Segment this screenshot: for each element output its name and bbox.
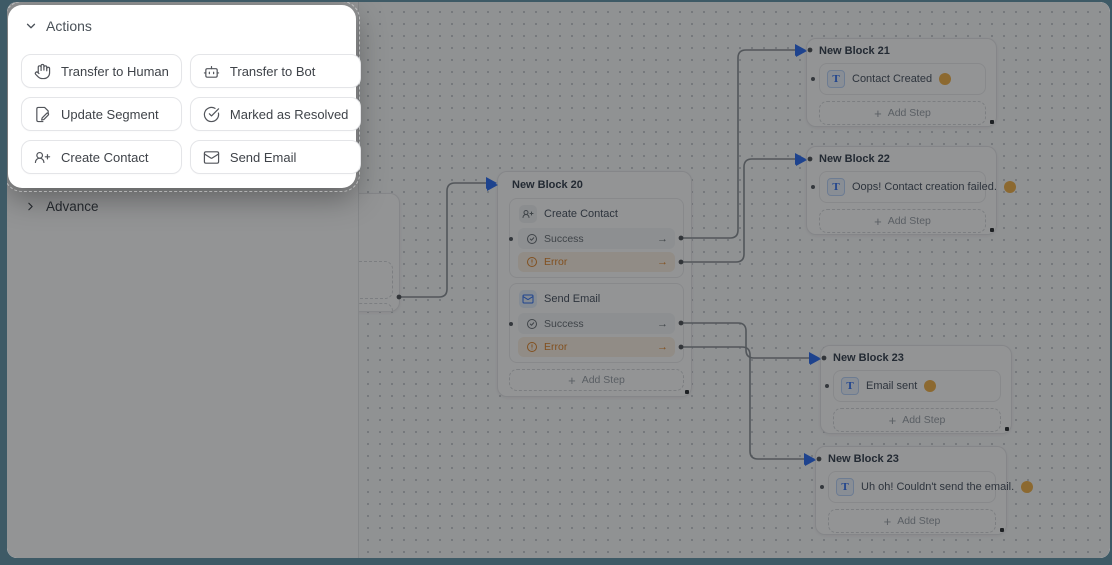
emoji: 😕 [1003, 181, 1016, 193]
message-step[interactable]: T Contact Created 🥳 [819, 63, 986, 95]
message-text: Uh oh! Couldn't send the email. [861, 481, 1015, 493]
flow-block[interactable]: New Block 20 Create Contact Success → Er… [487, 171, 692, 397]
section-label: Advance [46, 199, 99, 214]
text-step-icon: T [836, 478, 854, 496]
app-window: New Block 20 Create Contact Success → Er… [7, 2, 1110, 558]
add-step-label: Add Step [897, 515, 941, 527]
flow-block[interactable]: New Block 23 T Uh oh! Couldn't send the … [805, 446, 1034, 535]
section-actions[interactable]: Actions [24, 18, 92, 34]
add-step-label: Add Step [581, 374, 625, 386]
output-success[interactable]: Success → [518, 228, 675, 249]
add-step-label: Add Step [887, 107, 931, 119]
check-circle-icon [527, 318, 537, 329]
add-step-label: Add Step [902, 414, 946, 426]
plus-icon: + [888, 412, 897, 428]
message-text: Oops! Contact creation failed. [852, 181, 997, 193]
resize-handle[interactable] [1005, 427, 1009, 431]
port-arrow-icon: → [657, 341, 668, 353]
flow-block[interactable]: New Block 21 T Contact Created 🥳 + Add S… [796, 38, 997, 127]
block-title: New Block 20 [512, 179, 583, 191]
add-step-button[interactable]: + Add Step [833, 408, 1001, 432]
output-label: Success [544, 317, 584, 330]
bot-icon [203, 65, 220, 78]
add-step-button[interactable]: + Add Step [509, 369, 684, 391]
actions-grid: Transfer to Human Transfer to Bot Update… [21, 54, 362, 174]
action-label: Update Segment [61, 106, 159, 122]
check-circle-icon [203, 106, 220, 122]
plus-icon: + [568, 372, 576, 388]
output-success[interactable]: Success → [518, 313, 675, 334]
actions-panel: Actions Transfer to Human Transfer to Bo… [7, 2, 362, 192]
output-error[interactable]: Error → [518, 337, 675, 357]
block-title: New Block 21 [819, 45, 890, 57]
plus-icon: + [883, 513, 892, 529]
alert-circle-icon [527, 342, 537, 352]
flow-block[interactable]: New Block 22 T Oops! Contact creation fa… [796, 146, 1016, 235]
step-create-contact[interactable]: Create Contact Success → Error → [509, 198, 684, 278]
marked-as-resolved-button[interactable]: Marked as Resolved [189, 97, 362, 131]
block-title: New Block 22 [819, 153, 890, 165]
section-label: Actions [46, 18, 92, 34]
step-name: Send Email [544, 293, 601, 305]
plus-icon: + [874, 213, 882, 229]
step-send-email[interactable]: Send Email Success → Error → [509, 283, 684, 363]
port-arrow-icon: → [657, 317, 668, 330]
action-label: Transfer to Human [61, 63, 169, 79]
message-text: Email sent [866, 380, 918, 392]
mail-icon [519, 290, 537, 308]
add-step-button[interactable]: + Add Step [828, 509, 996, 533]
resize-handle[interactable] [1000, 528, 1004, 532]
mail-icon [203, 150, 220, 164]
output-label: Error [544, 341, 568, 353]
check-circle-icon [527, 233, 537, 244]
plus-icon: + [874, 105, 882, 121]
emoji: 🥳 [939, 73, 952, 85]
message-step[interactable]: T Uh oh! Couldn't send the email. 😟 [828, 471, 1034, 503]
output-label: Error [544, 256, 568, 268]
file-pen-icon [36, 106, 50, 122]
transfer-to-bot-button[interactable]: Transfer to Bot [189, 54, 362, 88]
emoji: 👍 [924, 380, 937, 392]
port-arrow-icon: → [657, 232, 668, 245]
text-step-icon: T [827, 178, 845, 196]
port-arrow-icon: → [657, 256, 668, 268]
create-contact-button[interactable]: Create Contact [21, 140, 182, 174]
add-step-button[interactable]: + Add Step [819, 209, 986, 233]
add-step-label: Add Step [887, 215, 931, 227]
chevron-right-icon [28, 202, 33, 211]
alert-circle-icon [527, 257, 537, 267]
block-title: New Block 23 [828, 453, 899, 465]
output-label: Success [544, 232, 584, 245]
add-step-button[interactable]: + Add Step [819, 101, 986, 125]
output-error[interactable]: Error → [518, 252, 675, 272]
user-plus-icon [519, 205, 537, 223]
action-label: Send Email [229, 149, 297, 165]
action-label: Marked as Resolved [229, 106, 349, 122]
message-step[interactable]: T Email sent 👍 [833, 370, 1001, 402]
action-label: Transfer to Bot [229, 63, 316, 79]
message-text: Contact Created [852, 73, 933, 85]
message-step[interactable]: T Oops! Contact creation failed. 😕 [819, 171, 1016, 203]
user-plus-icon [34, 151, 51, 163]
resize-handle[interactable] [990, 228, 994, 232]
block-title: New Block 23 [833, 352, 904, 364]
resize-handle[interactable] [990, 120, 994, 124]
text-step-icon: T [841, 377, 859, 395]
hand-icon [34, 63, 51, 79]
section-advance[interactable]: Advance [24, 199, 99, 214]
flow-block[interactable]: New Block 23 T Email sent 👍 + Add Step [810, 345, 1012, 434]
update-segment-button[interactable]: Update Segment [21, 97, 182, 131]
emoji: 😟 [1021, 481, 1034, 493]
text-step-icon: T [827, 70, 845, 88]
transfer-to-human-button[interactable]: Transfer to Human [21, 54, 182, 88]
send-email-button[interactable]: Send Email [189, 140, 362, 174]
chevron-down-icon [26, 23, 36, 29]
step-name: Create Contact [544, 208, 618, 220]
action-label: Create Contact [61, 149, 149, 165]
